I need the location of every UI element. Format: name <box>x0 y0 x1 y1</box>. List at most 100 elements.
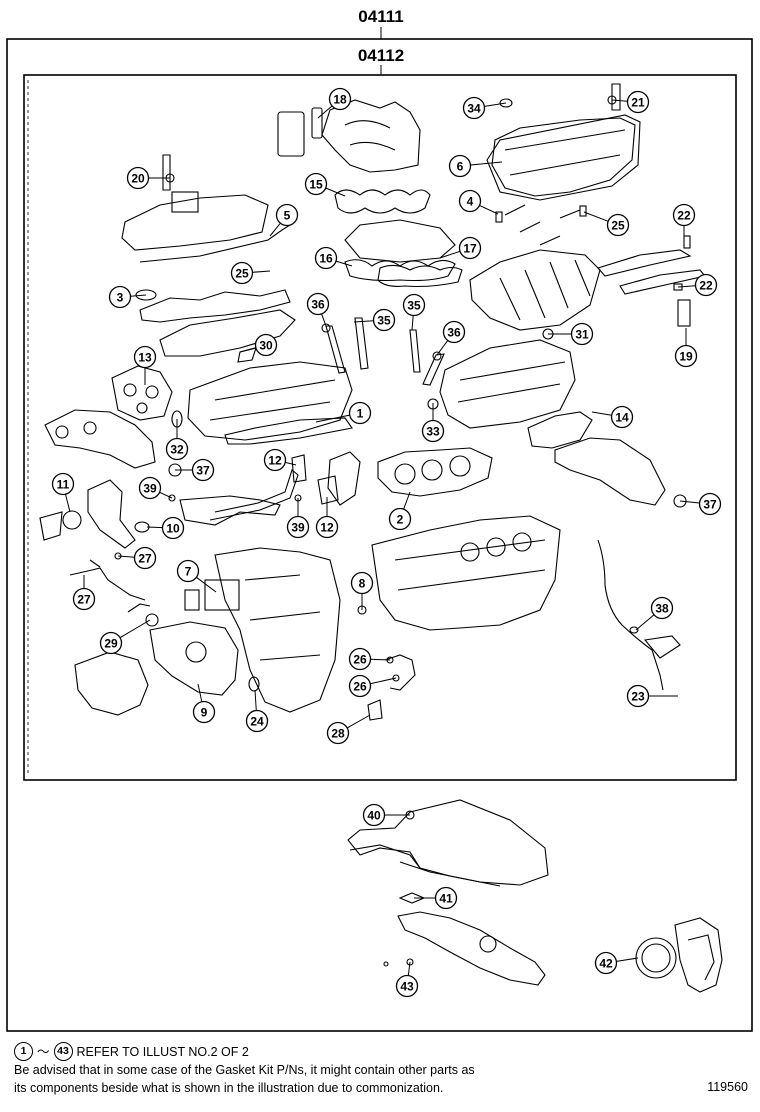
callout-leader <box>159 491 173 499</box>
callout-leader <box>407 961 411 976</box>
callout-number: 4 <box>467 194 474 208</box>
callout-number: 3 <box>117 290 124 304</box>
exhaust-manifold-right <box>527 411 666 506</box>
callout-leader <box>583 211 609 222</box>
callout-leader <box>436 340 449 356</box>
callout-circle <box>133 546 157 570</box>
callout-number: 24 <box>250 714 264 728</box>
callout-leader <box>196 576 217 593</box>
callout-leader <box>146 526 163 529</box>
callout-number: 30 <box>259 338 273 352</box>
callout-circle <box>245 709 269 733</box>
callout-circle <box>72 587 96 611</box>
intake-manifold-gaskets <box>334 189 463 288</box>
callout-circle <box>402 293 426 317</box>
callout-circle <box>395 974 419 998</box>
callout-42: 42 <box>594 951 639 975</box>
callout-15: 15 <box>304 172 346 197</box>
callout-31: 31 <box>548 322 594 346</box>
callout-22: 22 <box>672 203 696 242</box>
callout-circle <box>192 700 216 724</box>
callout-number: 11 <box>57 477 70 491</box>
callout-number: 17 <box>463 241 477 255</box>
callout-circle <box>138 476 162 500</box>
callout-leader <box>119 619 151 639</box>
air-intake-plenum <box>277 99 421 173</box>
callout-37: 37 <box>679 492 722 516</box>
callout-number: 42 <box>599 956 613 970</box>
callout-number: 27 <box>77 592 91 606</box>
callout-number: 35 <box>407 298 421 312</box>
callout-35: 35 <box>353 308 396 332</box>
callout-11: 11 <box>51 472 75 513</box>
callout-leader <box>370 677 397 685</box>
callout-circle <box>421 419 445 443</box>
water-pump-area <box>39 469 299 549</box>
callout-12: 12 <box>315 497 339 539</box>
callout-circle <box>606 213 630 237</box>
inner-kit-frame <box>23 74 737 781</box>
range-end-callout: 43 <box>53 1042 73 1061</box>
callout-28: 28 <box>326 714 371 745</box>
callout-circle <box>458 236 482 260</box>
callout-7: 7 <box>176 559 217 593</box>
callout-10: 10 <box>146 516 185 540</box>
callout-leader <box>677 285 696 288</box>
callout-circle <box>610 405 634 429</box>
callout-20: 20 <box>126 166 170 190</box>
callout-40: 40 <box>362 803 410 827</box>
callout-number: 39 <box>143 481 157 495</box>
callout-circle <box>698 492 722 516</box>
callout-number: 6 <box>457 159 464 173</box>
callout-circle <box>372 308 396 332</box>
callout-circle <box>650 596 674 620</box>
callout-14: 14 <box>591 405 634 429</box>
callout-leader <box>484 102 507 107</box>
callout-number: 16 <box>319 251 333 265</box>
callout-circle <box>570 322 594 346</box>
callout-36: 36 <box>436 320 466 356</box>
footer-refer-line: 1 ～ 43 REFER TO ILLUST NO.2 OF 2 <box>14 1042 249 1061</box>
callout-leader <box>635 614 655 631</box>
callout-3: 3 <box>108 285 147 309</box>
callout-leader <box>65 494 71 513</box>
callout-leader <box>370 658 391 661</box>
intake-manifold <box>469 204 601 331</box>
callout-number: 37 <box>703 497 717 511</box>
callout-number: 12 <box>320 520 334 534</box>
callout-circle <box>304 172 328 196</box>
callout-circle <box>126 166 150 190</box>
callout-circle <box>176 559 200 583</box>
callout-circle <box>230 261 254 285</box>
footer-note-line1: Be advised that in some case of the Gask… <box>14 1063 475 1077</box>
footer-note-line2: its components beside what is shown in t… <box>14 1081 444 1095</box>
callout-circle <box>626 90 650 114</box>
callout-circle <box>254 333 278 357</box>
callout-circle <box>108 285 132 309</box>
callout-leader <box>403 491 411 510</box>
callout-leader <box>616 957 639 962</box>
callout-number: 32 <box>170 442 184 456</box>
callout-leader <box>346 714 371 729</box>
outer-kit-frame <box>6 38 753 1032</box>
callout-24: 24 <box>245 689 269 733</box>
callout-leader <box>439 250 461 259</box>
callout-number: 37 <box>196 463 210 477</box>
callout-leader <box>591 411 612 416</box>
callout-number: 25 <box>611 218 625 232</box>
callout-37: 37 <box>175 458 215 482</box>
callout-number: 43 <box>400 979 414 993</box>
callout-number: 25 <box>235 266 249 280</box>
callout-leader <box>315 414 350 423</box>
callout-34: 34 <box>462 96 507 120</box>
callout-number: 38 <box>655 601 669 615</box>
callout-leader <box>611 99 628 102</box>
callout-29: 29 <box>99 619 151 655</box>
callout-circle <box>348 401 372 425</box>
callout-leader <box>317 105 333 119</box>
callout-leader <box>479 204 499 215</box>
callout-leader <box>254 689 257 711</box>
rear-oil-seal <box>635 917 723 993</box>
callout-leader <box>470 161 503 166</box>
